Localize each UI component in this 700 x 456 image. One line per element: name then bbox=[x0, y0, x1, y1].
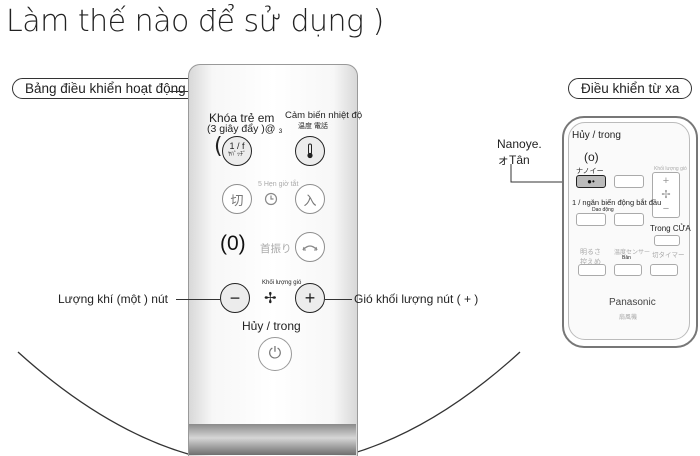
remote-swing-sub: Dao động bbox=[592, 207, 614, 213]
page-title: Làm thế nào để sử dụng ) bbox=[6, 4, 384, 39]
off-button[interactable]: 切 bbox=[222, 184, 252, 214]
remote-fan-vol-label: Khối lượng gió bbox=[654, 166, 687, 172]
remote-cancel-in-label: Hủy / trong bbox=[572, 130, 621, 141]
on-button[interactable]: 入 bbox=[295, 184, 325, 214]
remote-temp-sensor-label: 温度センサー bbox=[614, 250, 651, 256]
airflow-minus-callout: Lượng khí (một ) nút bbox=[58, 292, 168, 306]
remote-brand: Panasonic bbox=[609, 297, 656, 308]
remote-fan-icon: ✢ bbox=[661, 189, 671, 201]
remote-label: Điều khiển từ xa bbox=[568, 78, 693, 99]
remote-temp-sensor-button[interactable] bbox=[614, 264, 642, 276]
remote-off-timer-button[interactable] bbox=[650, 264, 678, 276]
temp-sensor-label: Cảm biến nhiệt độ bbox=[285, 110, 363, 121]
nanoe-callout-line1: Nanoye. bbox=[497, 137, 542, 151]
control-panel-leader bbox=[170, 91, 188, 92]
remote-nanoe-jp: ナノイー bbox=[576, 168, 604, 175]
cancel-in-label: Hủy / trong bbox=[242, 319, 301, 333]
child-lock-label: Khóa trẻ em bbox=[209, 111, 275, 125]
remote-o-label: (o) bbox=[584, 150, 599, 164]
remote-brightness-button[interactable] bbox=[578, 264, 606, 276]
remote-button-4[interactable] bbox=[614, 213, 644, 226]
timer-clock-icon bbox=[264, 192, 278, 211]
swing-prefix: (0) bbox=[220, 232, 246, 255]
child-lock-button-text: 1 / f bbox=[229, 141, 245, 151]
airflow-label: Khối lượng gió bbox=[262, 280, 302, 286]
remote-model: 扇風機 bbox=[619, 315, 638, 321]
panel-base-stripe bbox=[189, 424, 356, 455]
remote-button-2[interactable] bbox=[614, 175, 644, 188]
nanoe-leader bbox=[510, 164, 575, 183]
nanoe-callout-line2: ォTân bbox=[497, 153, 530, 167]
airflow-plus-leader bbox=[325, 299, 352, 300]
child-lock-bracket: ( bbox=[214, 134, 223, 159]
remote-off-timer-label: 切タイマー bbox=[652, 252, 685, 259]
power-button[interactable]: ⏻ bbox=[258, 337, 292, 371]
remote-minus: − bbox=[662, 203, 670, 215]
remote-plus: + bbox=[662, 175, 670, 187]
remote-button-5[interactable] bbox=[654, 235, 680, 246]
remote-inside-door: Trong CỬA bbox=[650, 224, 691, 233]
airflow-minus-leader bbox=[176, 299, 220, 300]
timer-label: 5 Hẹn giờ tắt bbox=[258, 181, 299, 188]
airflow-plus-callout: Gió khối lượng nút ( + ) bbox=[354, 292, 479, 306]
remote-face bbox=[568, 122, 690, 340]
remote-nanoe-button[interactable]: ●• bbox=[576, 175, 606, 188]
temp-sensor-sub: 温度 電話 bbox=[298, 123, 328, 130]
temp-sensor-button[interactable] bbox=[295, 136, 325, 166]
control-panel bbox=[188, 64, 358, 456]
remote-brightness-label: 明るさ 控えめ bbox=[580, 249, 601, 266]
swing-label: 首振り bbox=[260, 243, 292, 255]
swing-button[interactable] bbox=[295, 232, 325, 262]
fan-icon: ✢ bbox=[264, 290, 277, 307]
child-lock-button-sub: ﾔﾊﾟｯﾁﾞ bbox=[227, 152, 246, 158]
remote-sensor-sub: Bản bbox=[622, 255, 631, 261]
swing-arrow-icon bbox=[302, 245, 318, 251]
child-lock-button[interactable]: 1 / f ﾔﾊﾟｯﾁﾞ bbox=[222, 136, 252, 166]
airflow-plus-button[interactable]: + bbox=[295, 283, 325, 313]
remote-swing-button[interactable] bbox=[576, 213, 606, 226]
airflow-minus-button[interactable]: − bbox=[220, 283, 250, 313]
child-lock-note: (3 giây đẩy )@ ₃ bbox=[207, 123, 283, 135]
remote-swing-label: 1 / ngăn biến động bắt đầu bbox=[572, 198, 662, 207]
thermometer-icon bbox=[307, 143, 313, 159]
remote-fan-rocker[interactable]: + ✢ − bbox=[652, 172, 680, 218]
